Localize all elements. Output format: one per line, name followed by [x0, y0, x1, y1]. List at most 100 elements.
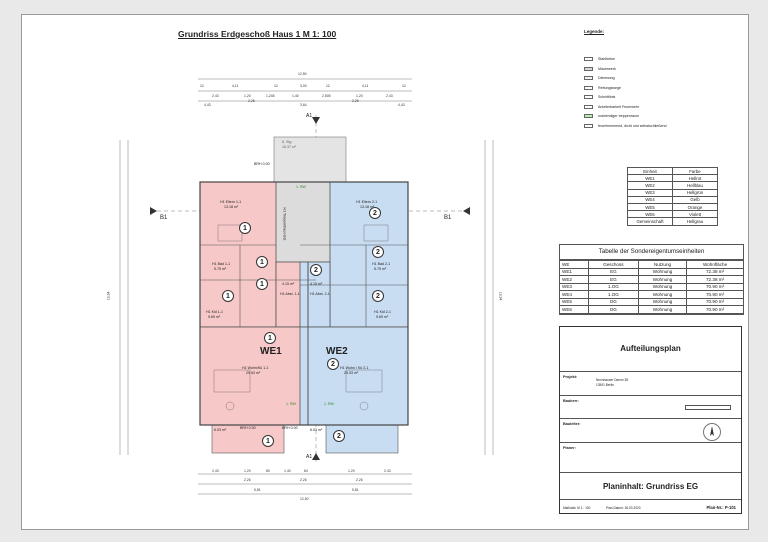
- color-table-cell: Hellgrau: [672, 217, 718, 226]
- planer-label: Planer:: [563, 446, 576, 450]
- massstab-text: Maßstab: M 1 : 100: [563, 506, 591, 510]
- top-dim: 2,26: [248, 99, 255, 103]
- stair-steps-area: 16.37 m²: [282, 145, 297, 149]
- title-block-heading: Aufteilungsplan: [620, 344, 681, 353]
- unit-label-we1: WE1: [260, 346, 282, 357]
- top-dim: 3,00: [300, 84, 307, 88]
- project-label: Projekt:: [563, 375, 578, 379]
- legend-item: Rettungswege: [584, 85, 621, 91]
- plan-title: Grundriss Erdgeschoß Haus 1 M 1: 100: [178, 29, 337, 39]
- legend-label: notwendiger treppenraum: [598, 114, 639, 118]
- top-dim: 4,43: [398, 103, 405, 107]
- room-name: H1 Bad 1-1: [212, 262, 231, 266]
- bauherr-section: Bauherr:: [560, 396, 741, 419]
- room-area: 5.75 m²: [374, 267, 387, 271]
- top-dim-overall: 12,50: [298, 72, 307, 76]
- special-table-caption: Tabelle der Sondereigentumseinheiten: [560, 245, 743, 260]
- unit-circle-2: 2: [310, 264, 322, 276]
- room-name: H1 Kid 1-1: [206, 310, 223, 314]
- project-address-line2: 13591 Berlin: [596, 383, 614, 387]
- unit-circle-1: 1: [239, 222, 251, 234]
- bauleiter-label: Bauleiter:: [563, 422, 581, 426]
- bottom-dim: 84: [304, 469, 308, 473]
- unit-circle-1: 1: [264, 332, 276, 344]
- top-dim: 1,20: [244, 94, 251, 98]
- room-name: H1 Eltern 2-1: [356, 200, 378, 204]
- room-name: H1 Bad 2-1: [372, 262, 391, 266]
- side-dim-left: 13,34: [106, 291, 111, 301]
- special-table-cell: 70.90 m²: [686, 305, 743, 314]
- top-dim: 3,64: [300, 103, 307, 107]
- legend-item: Schnittlinie: [584, 94, 615, 100]
- project-section: Projekt: Nennhauser Damm 38 13591 Berlin: [560, 372, 741, 396]
- legend-item: Dämmung: [584, 75, 615, 81]
- unit-circle-2: 2: [372, 290, 384, 302]
- brh-label: BRH 0.00: [282, 426, 298, 430]
- top-dim: 12: [200, 84, 204, 88]
- bottom-dim-overall: 12,50: [300, 497, 309, 501]
- rescue-route-label: 1. RW: [286, 402, 296, 406]
- scale-bar: [685, 405, 731, 410]
- top-dim: 12: [326, 84, 330, 88]
- room-area: 9.69 m²: [208, 315, 221, 319]
- bottom-dim: 5,81: [352, 488, 359, 492]
- bauherr-label: Bauherr:: [563, 399, 579, 403]
- top-dim: 1,20: [356, 94, 363, 98]
- bottom-dim: 5,81: [254, 488, 261, 492]
- legend-item: notwendiger treppenraum: [584, 113, 639, 119]
- unit-circle-2: 2: [372, 246, 384, 258]
- unit-circle-2: 2: [333, 430, 345, 442]
- top-dim: 2,505: [322, 94, 331, 98]
- top-dim: 4,11: [232, 84, 239, 88]
- legend-label: Schnittlinie: [598, 95, 616, 99]
- legend-item: Anleiterbarkeit Feuerwehr: [584, 104, 639, 110]
- stairwell-label: H1 Treppenhaus-EG: [282, 207, 287, 241]
- top-dim: 1,245: [266, 94, 275, 98]
- top-dim: 2,43: [212, 94, 219, 98]
- room-name: H1 Wohn/Kü 1-1: [242, 366, 269, 370]
- stair-steps-label: 8. Stg.: [282, 140, 293, 144]
- unit-circle-2: 2: [369, 207, 381, 219]
- unit-circle-1: 1: [256, 278, 268, 290]
- bottom-dim: 1,20: [244, 469, 251, 473]
- legend-label: Mauerwerk: [598, 66, 616, 71]
- north-arrow-icon: [703, 423, 721, 441]
- brh-label: BRH 0.00: [240, 426, 256, 430]
- legend-title: Legende:: [584, 29, 605, 34]
- room-area: 29.53 m²: [344, 371, 359, 375]
- bottom-dim: 2,26: [244, 478, 251, 482]
- planinhalt-text: Planinhalt: Grundriss EG: [602, 482, 699, 491]
- bottom-dim: 2,43: [384, 469, 391, 473]
- section-mark-a1-top: A1: [306, 113, 313, 119]
- special-ownership-table: Tabelle der Sondereigentumseinheiten WE …: [559, 244, 744, 315]
- rescue-route-label: 1. RW: [324, 402, 334, 406]
- bottom-dim: 80: [266, 469, 270, 473]
- title-block: Aufteilungsplan Projekt: Nennhauser Damm…: [559, 326, 742, 514]
- legend-label: Stahlbeton: [598, 57, 616, 61]
- side-dim-right: 13,34: [498, 291, 503, 301]
- top-dim: 2,43: [386, 94, 393, 98]
- legend-swatch-icon: [584, 85, 593, 90]
- bauleiter-section: Bauleiter:: [560, 419, 741, 443]
- room-name: H1 Abst. 1-1: [280, 292, 300, 296]
- room-area: 4.15 m²: [310, 282, 323, 286]
- title-block-heading-section: Aufteilungsplan: [560, 327, 741, 372]
- top-dim: 4,43: [204, 103, 211, 107]
- legend-swatch-icon: [584, 123, 593, 128]
- terrace-area-1: 6.03 m²: [214, 428, 227, 432]
- planinhalt-section: Planinhalt: Grundriss EG: [560, 473, 741, 500]
- legend-swatch-icon: [584, 66, 593, 71]
- legend-label: Rettungswege: [598, 85, 621, 90]
- section-mark-b1-right: B1: [444, 215, 452, 221]
- legend-label: Anleiterbarkeit Feuerwehr: [598, 104, 640, 109]
- section-mark-b1-left: B1: [160, 215, 168, 221]
- planer-section: Planer:: [560, 443, 741, 473]
- legend-swatch-icon: [584, 95, 593, 99]
- room-name: H1 Wohn / Kü 2-1: [340, 366, 369, 370]
- unit-circle-2: 2: [327, 358, 339, 370]
- unit-circle-1: 1: [256, 256, 268, 268]
- bottom-dim: 1,40: [284, 469, 291, 473]
- legend-swatch-icon: [584, 104, 593, 109]
- room-name: H1 Abst. 2-1: [310, 292, 330, 296]
